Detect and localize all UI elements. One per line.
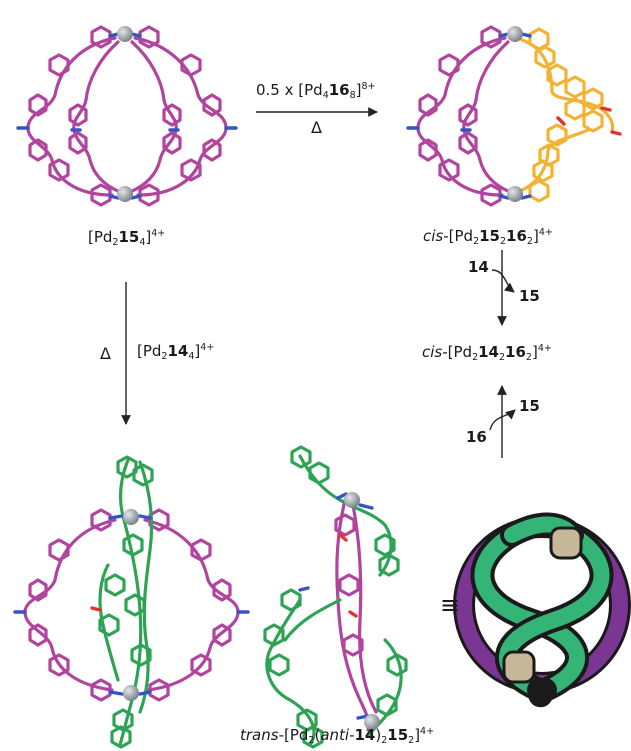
equivalence-sign: ≡ — [440, 591, 461, 619]
palladium-atom — [117, 26, 133, 42]
palladium-atom — [507, 186, 523, 202]
cage-pd2-15-4 — [26, 25, 228, 207]
palladium-atom — [123, 509, 139, 525]
cage-cis-15-16 — [416, 25, 615, 207]
cage-trans-view-2 — [263, 445, 408, 749]
knot-cartoon — [453, 512, 631, 708]
label-out-15-b: 15 — [519, 397, 540, 415]
label-reagent-left: [Pd2144]4+ — [137, 342, 215, 362]
label-cis-14-16: cis-[Pd2142162]4+ — [422, 343, 552, 363]
label-cis-15-16: cis-[Pd2152162]4+ — [423, 227, 553, 247]
reaction-arrows — [121, 107, 516, 458]
cage-trans-2-heteroatoms — [298, 492, 374, 720]
knot-cap-top — [549, 526, 583, 560]
curved-arrow-14-15 — [491, 269, 515, 293]
cage-trans-view-1 — [23, 455, 240, 749]
label-delta-left: Δ — [100, 344, 111, 363]
cage-cis-heteroatoms — [406, 32, 622, 200]
curved-arrow-16-15 — [489, 409, 516, 431]
knot-cap-bottom — [502, 650, 536, 684]
label-trans-cage: trans-[Pd2(anti-14)2152]4+ — [240, 726, 435, 746]
palladium-atom — [117, 186, 133, 202]
palladium-atom — [507, 26, 523, 42]
cage-15-nitrogens — [16, 32, 238, 200]
label-cage-15: [Pd2154]4+ — [88, 228, 166, 248]
label-in-14: 14 — [468, 258, 489, 276]
label-delta-top: Δ — [311, 118, 322, 137]
cage-trans-1-heteroatoms — [13, 514, 250, 696]
label-reagent-top: 0.5 x [Pd4168]8+ — [256, 81, 376, 101]
palladium-atom — [344, 492, 360, 508]
palladium-atom — [123, 685, 139, 701]
label-in-16: 16 — [466, 428, 487, 446]
palladium-atom — [364, 714, 380, 730]
label-out-15-a: 15 — [519, 287, 540, 305]
